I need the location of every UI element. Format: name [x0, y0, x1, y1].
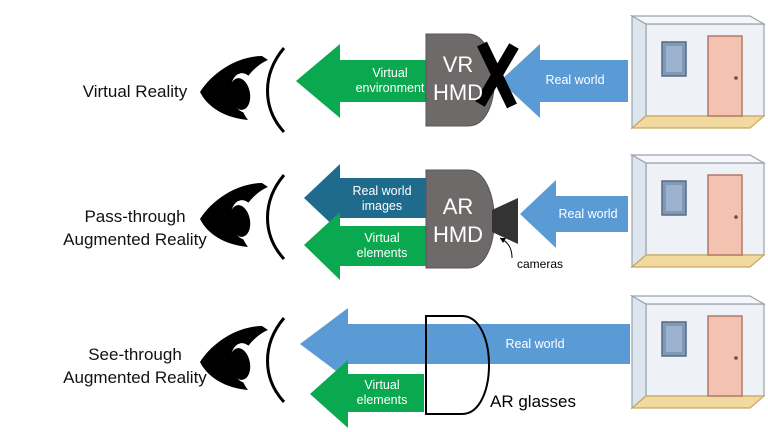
ar-glasses-device	[425, 315, 490, 415]
camera-icon	[492, 198, 518, 244]
virtual-environment-arrow	[296, 44, 440, 118]
row-label-passthrough-ar: Pass-through Augmented Reality	[63, 207, 207, 249]
real-world-images-label: Real world images	[352, 184, 412, 213]
eye-icon	[198, 46, 286, 134]
virtual-elements-arrow	[304, 212, 426, 280]
room-icon	[631, 15, 765, 129]
cameras-label: cameras	[517, 257, 564, 271]
real-world-label: Real world	[505, 337, 565, 351]
real-world-long-arrow	[300, 308, 630, 380]
room-icon	[631, 295, 765, 409]
virtual-elements-arrow	[310, 360, 424, 428]
real-world-arrow-blocked	[500, 44, 628, 118]
eye-icon	[198, 173, 286, 261]
vr-hmd-label: VR HMD	[432, 52, 484, 105]
row-label-vr: Virtual Reality	[82, 82, 188, 101]
camera-pointer	[499, 237, 513, 259]
room-icon	[631, 154, 765, 268]
real-world-label: Real world	[558, 207, 618, 221]
blocked-x-icon	[475, 41, 519, 109]
real-world-arrow	[520, 180, 628, 248]
eye-icon	[198, 316, 286, 404]
real-world-label: Real world	[545, 73, 605, 87]
ar-hmd-label: AR HMD	[432, 194, 484, 247]
virtual-environment-label: Virtual environment	[355, 66, 425, 95]
ar-glasses-label: AR glasses	[490, 392, 576, 411]
real-world-images-arrow	[304, 164, 426, 232]
virtual-elements-label: Virtual elements	[356, 378, 408, 407]
row-label-seethrough-ar: See-through Augmented Reality	[63, 345, 207, 387]
virtual-elements-label: Virtual elements	[356, 231, 408, 260]
